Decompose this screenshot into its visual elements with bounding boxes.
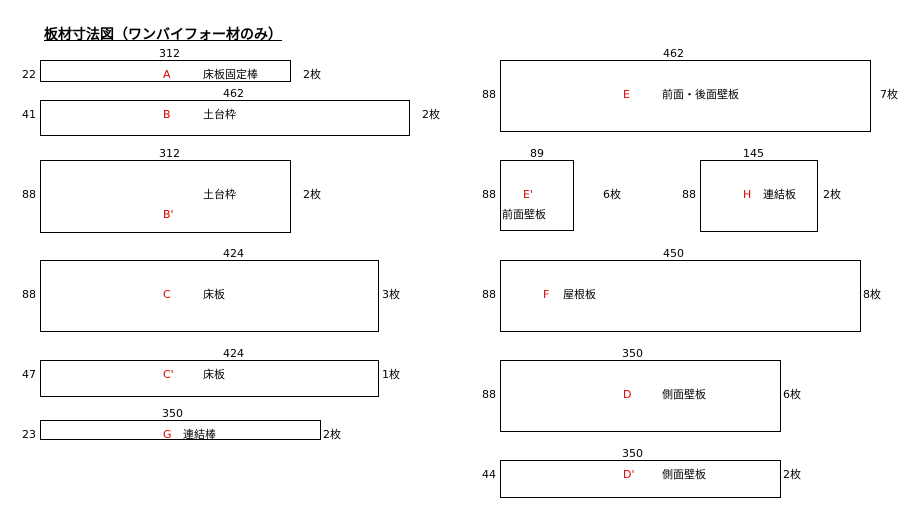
board-d-outline: [500, 360, 781, 432]
board-c-count: 3枚: [382, 288, 400, 301]
board-e-prime-height: 88: [482, 188, 496, 201]
board-e-outline: [500, 60, 871, 132]
board-d-prime-name: 側面壁板: [662, 468, 706, 481]
board-a-letter: A: [163, 68, 171, 81]
board-a-name: 床板固定棒: [203, 68, 258, 81]
board-b-prime-letter: B': [163, 208, 174, 221]
board-f-count: 8枚: [863, 288, 881, 301]
board-c-letter: C: [163, 288, 171, 301]
board-b-outline: [40, 100, 410, 136]
board-f-outline: [500, 260, 861, 332]
board-e-prime-count: 6枚: [603, 188, 621, 201]
board-d-prime-outline: [500, 460, 781, 498]
board-c-prime-height: 47: [22, 368, 36, 381]
board-h-letter: H: [743, 188, 752, 201]
board-b-prime-width: 312: [159, 147, 180, 160]
board-g-name: 連結棒: [183, 428, 216, 441]
board-c-prime-outline: [40, 360, 379, 397]
board-d-prime-width: 350: [622, 447, 643, 460]
board-h-count: 2枚: [823, 188, 841, 201]
board-b-prime-height: 88: [22, 188, 36, 201]
board-b-letter: B: [163, 108, 171, 121]
board-d-prime-count: 2枚: [783, 468, 801, 481]
board-c-height: 88: [22, 288, 36, 301]
board-e-name: 前面・後面壁板: [662, 88, 739, 101]
board-d-prime-height: 44: [482, 468, 496, 481]
board-b-width: 462: [223, 87, 244, 100]
board-e-letter: E: [623, 88, 630, 101]
board-e-width: 462: [663, 47, 684, 60]
board-g-letter: G: [163, 428, 172, 441]
board-g-width: 350: [162, 407, 183, 420]
board-f-width: 450: [663, 247, 684, 260]
board-a-width: 312: [159, 47, 180, 60]
board-g-count: 2枚: [323, 428, 341, 441]
board-c-width: 424: [223, 247, 244, 260]
board-d-letter: D: [623, 388, 632, 401]
board-b-prime-name: 土台枠: [203, 188, 236, 201]
board-e-prime-outline: [500, 160, 574, 231]
board-d-width: 350: [622, 347, 643, 360]
board-c-prime-count: 1枚: [382, 368, 400, 381]
board-d-prime-letter: D': [623, 468, 635, 481]
board-b-prime-outline: [40, 160, 291, 233]
board-c-name: 床板: [203, 288, 225, 301]
board-b-count: 2枚: [422, 108, 440, 121]
board-b-name: 土台枠: [203, 108, 236, 121]
board-e-height: 88: [482, 88, 496, 101]
board-f-height: 88: [482, 288, 496, 301]
board-e-prime-name: 前面壁板: [502, 208, 546, 221]
board-e-prime-width: 89: [530, 147, 544, 160]
board-b-height: 41: [22, 108, 36, 121]
board-d-name: 側面壁板: [662, 388, 706, 401]
board-d-count: 6枚: [783, 388, 801, 401]
board-d-height: 88: [482, 388, 496, 401]
board-h-height: 88: [682, 188, 696, 201]
page-title: 板材寸法図（ワンバイフォー材のみ）: [44, 27, 282, 43]
board-f-letter: F: [543, 288, 550, 301]
board-a-count: 2枚: [303, 68, 321, 81]
board-g-outline: [40, 420, 321, 440]
board-a-outline: [40, 60, 291, 82]
board-e-prime-letter: E': [523, 188, 533, 201]
board-a-height: 22: [22, 68, 36, 81]
board-c-prime-name: 床板: [203, 368, 225, 381]
board-e-count: 7枚: [880, 88, 898, 101]
board-f-name: 屋根板: [563, 288, 596, 301]
board-c-prime-letter: C': [163, 368, 174, 381]
board-h-outline: [700, 160, 818, 232]
board-h-width: 145: [743, 147, 764, 160]
board-c-outline: [40, 260, 379, 332]
board-h-name: 連結板: [763, 188, 796, 201]
board-c-prime-width: 424: [223, 347, 244, 360]
board-b-prime-count: 2枚: [303, 188, 321, 201]
board-g-height: 23: [22, 428, 36, 441]
